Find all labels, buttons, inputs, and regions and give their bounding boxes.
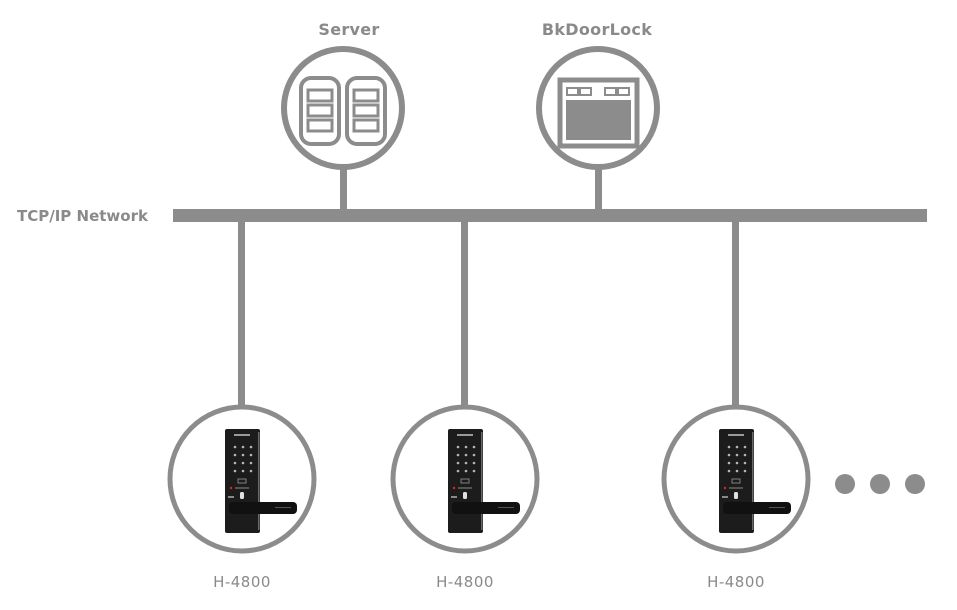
ellipsis-icon: [835, 474, 925, 494]
device-node: H-4800: [390, 222, 540, 591]
lock-fingerprint: [240, 492, 244, 499]
keypad-key: [472, 445, 476, 449]
lock-edge: [258, 432, 260, 530]
device-stem: [238, 222, 245, 407]
lock-led: [452, 486, 456, 490]
device-node: H-4800: [167, 222, 317, 591]
keypad-key: [233, 445, 237, 449]
keypad-key: [743, 469, 747, 473]
keypad-key: [464, 445, 468, 449]
lock-brand: [728, 434, 744, 436]
device-stem: [732, 222, 739, 407]
server-node: Server: [281, 20, 405, 211]
keypad-key: [241, 445, 245, 449]
keypad-key: [249, 469, 253, 473]
keypad-key: [464, 453, 468, 457]
keypad-key: [456, 453, 460, 457]
device-label: H-4800: [707, 573, 765, 591]
door-lock-icon: [719, 429, 791, 533]
bkdoorlock-label: BkDoorLock: [542, 20, 652, 39]
lock-led: [229, 486, 233, 490]
ellipsis-dot: [905, 474, 925, 494]
keypad-key: [735, 445, 739, 449]
bkdoorlock-node: BkDoorLock: [536, 20, 660, 211]
server-rack-icon: [299, 76, 387, 146]
server-stem: [340, 166, 347, 211]
lock-edge: [752, 432, 754, 530]
keypad-key: [249, 461, 253, 465]
lock-status-text: [729, 487, 743, 489]
lock-card-reader: [237, 478, 247, 484]
lock-card-reader: [460, 478, 470, 484]
keypad-key: [249, 445, 253, 449]
keypad-key: [472, 461, 476, 465]
keypad-key: [241, 461, 245, 465]
keypad-key: [743, 461, 747, 465]
lock-handle: [452, 502, 520, 514]
door-lock-icon: [448, 429, 520, 533]
lock-body: [225, 429, 260, 533]
lock-handle: [723, 502, 791, 514]
keypad-key: [727, 453, 731, 457]
keypad-key: [241, 453, 245, 457]
keypad-key: [743, 453, 747, 457]
door-lock-icon: [225, 429, 297, 533]
device-stem: [461, 222, 468, 407]
lock-status-text: [235, 487, 249, 489]
lock-handle-detail: [275, 507, 291, 508]
lock-fingerprint: [463, 492, 467, 499]
lock-handle: [229, 502, 297, 514]
keypad-key: [727, 445, 731, 449]
keypad-key: [233, 461, 237, 465]
lock-edge: [481, 432, 483, 530]
keypad-key: [727, 461, 731, 465]
lock-handle-detail: [769, 507, 785, 508]
network-label: TCP/IP Network: [17, 207, 149, 225]
keypad-key: [735, 469, 739, 473]
lock-led: [723, 486, 727, 490]
ellipsis-dot: [835, 474, 855, 494]
lock-brand: [457, 434, 473, 436]
lock-card-reader: [731, 478, 741, 484]
network-bus: TCP/IP Network: [17, 207, 927, 225]
server-label: Server: [318, 20, 379, 39]
application-window-icon: [557, 77, 640, 149]
keypad-key: [241, 469, 245, 473]
lock-fingerprint: [734, 492, 738, 499]
lock-label: [228, 496, 234, 498]
keypad-key: [472, 453, 476, 457]
keypad-key: [472, 469, 476, 473]
keypad-key: [456, 469, 460, 473]
keypad-key: [727, 469, 731, 473]
lock-body: [719, 429, 754, 533]
device-group: H-4800 H-4800 H-4800: [167, 222, 811, 591]
device-label: H-4800: [436, 573, 494, 591]
bkdoorlock-stem: [595, 166, 602, 211]
lock-body: [448, 429, 483, 533]
lock-label: [722, 496, 728, 498]
keypad-key: [735, 461, 739, 465]
lock-status-text: [458, 487, 472, 489]
keypad-key: [456, 461, 460, 465]
device-node: H-4800: [661, 222, 811, 591]
device-label: H-4800: [213, 573, 271, 591]
keypad-key: [456, 445, 460, 449]
keypad-key: [249, 453, 253, 457]
lock-brand: [234, 434, 250, 436]
keypad-key: [233, 453, 237, 457]
keypad-key: [735, 453, 739, 457]
lock-handle-detail: [498, 507, 514, 508]
keypad-key: [743, 445, 747, 449]
keypad-key: [464, 461, 468, 465]
network-line: [173, 209, 927, 222]
lock-label: [451, 496, 457, 498]
ellipsis-dot: [870, 474, 890, 494]
keypad-key: [464, 469, 468, 473]
keypad-key: [233, 469, 237, 473]
